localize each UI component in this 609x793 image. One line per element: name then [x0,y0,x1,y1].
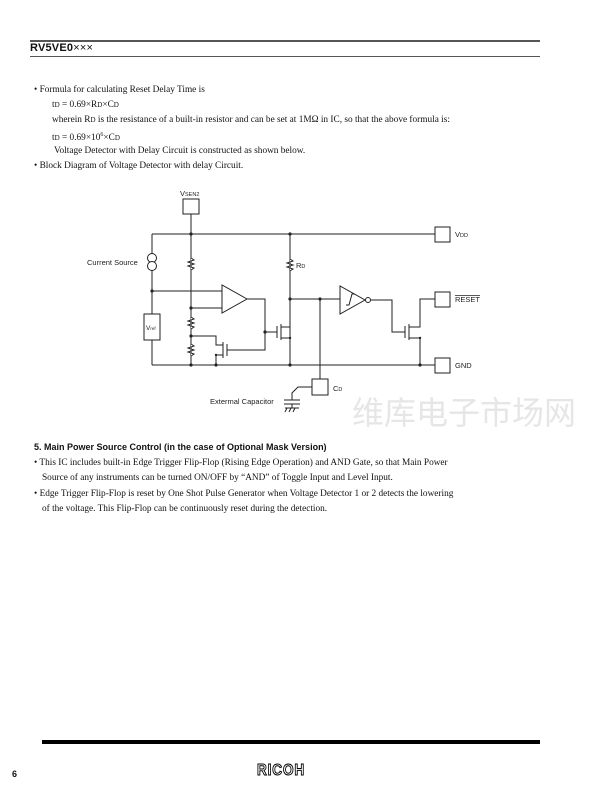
section-5-heading: 5. Main Power Source Control (in the cas… [34,442,327,452]
bullet-block-diagram: • Block Diagram of Voltage Detector with… [34,161,244,171]
section-5-p1-line2: Source of any instruments can be turned … [42,473,393,483]
formula-td: tD = 0.69×RD×CD [52,100,119,110]
vdd-label: VDD [455,230,468,239]
header-rule-bottom [30,56,540,57]
vdd-pin [434,226,451,243]
wherein-text: wherein RD is the resistance of a built-… [52,115,450,125]
vsen2-pin [182,198,200,215]
watermark: 维库电子市场网 [352,394,576,432]
rd-label: RD [296,261,305,270]
page-number: 6 [12,769,18,779]
cd-pin [311,378,329,396]
current-source-label: Current Source [87,258,138,267]
gnd-pin [434,357,451,374]
vsen2-label: VSEN2 [180,189,199,198]
vref-label: Vref [146,325,156,332]
footer-rule [42,740,540,744]
bullet-formula-intro: • Formula for calculating Reset Delay Ti… [34,85,205,95]
external-capacitor-label: Extermal Capacitor [210,397,274,406]
constructed-text: Voltage Detector with Delay Circuit is c… [54,146,306,156]
section-5-p2-line1: • Edge Trigger Flip-Flop is reset by One… [34,489,454,499]
section-5-p2-line2: of the voltage. This Flip-Flop can be co… [42,504,328,514]
header-part-number: RV5VE0××× [30,42,94,54]
section-5-p1-line1: • This IC includes built-in Edge Trigger… [34,458,448,468]
ricoh-logo: RICOH [257,762,306,780]
reset-label: RESET [455,295,480,304]
cd-label: CD [333,384,342,393]
formula-td-numeric: tD = 0.69×106×CD [52,132,120,144]
header-rule-top [30,40,540,42]
gnd-label: GND [455,361,472,370]
reset-pin [434,291,451,308]
vref-box [143,313,161,341]
